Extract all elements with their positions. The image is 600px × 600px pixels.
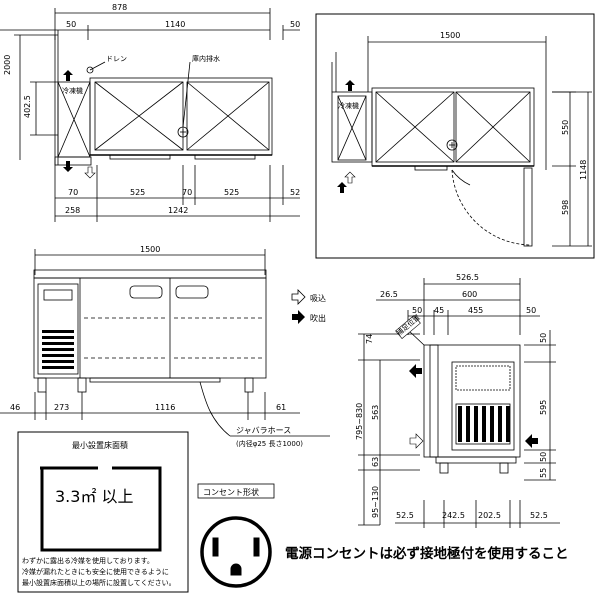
plan-dim-52: 52 (290, 188, 300, 197)
side-dim-b52-5b: 52.5 (530, 511, 548, 520)
side-dim-563: 563 (371, 405, 380, 420)
front-dim-1116: 1116 (155, 403, 175, 412)
min-area-title: 最小設置床面積 (72, 440, 128, 450)
front-dim-273: 273 (54, 403, 69, 412)
airflow-legend (291, 289, 306, 324)
plan-label-inner-drain: 庫内排水 (192, 54, 220, 63)
plan-dim-878: 878 (112, 3, 127, 12)
door-dim-598: 598 (561, 200, 570, 215)
front-dim-1500: 1500 (140, 245, 160, 254)
side-dim-50a: 50 (412, 306, 422, 315)
side-dim-95-130: 95~130 (371, 486, 380, 518)
plan-dim-70a: 70 (68, 188, 78, 197)
front-dim-61: 61 (276, 403, 286, 412)
plan-dim-1140: 1140 (165, 20, 185, 29)
front-view (0, 249, 330, 437)
plan-label-freezer: 冷凍機 (62, 86, 83, 95)
plan-airflow-arrows (63, 70, 96, 179)
side-dim-595: 595 (539, 400, 548, 415)
plan-dim-50-right: 50 (290, 20, 300, 29)
side-dim-74: 74 (365, 334, 374, 344)
outlet-title-box (197, 483, 275, 499)
min-area-panel (17, 431, 189, 593)
door-label-freezer: 冷凍機 (338, 101, 359, 110)
door-dim-550: 550 (561, 120, 570, 135)
plan-dim-2000: 2000 (3, 55, 12, 75)
side-airflow-arrows (409, 364, 538, 449)
intake-label: 吸込 (310, 294, 326, 303)
side-dim-600: 600 (462, 290, 477, 299)
door-airflow-arrows (337, 80, 356, 193)
side-dim-455: 455 (468, 306, 483, 315)
side-grille (458, 406, 510, 442)
side-dim-795-830: 795~830 (355, 403, 364, 440)
side-dim-50b: 50 (526, 306, 536, 315)
plan-dim-258: 258 (65, 206, 80, 215)
side-dim-b52-5a: 52.5 (396, 511, 414, 520)
door-swing-view (315, 13, 595, 259)
side-dim-r50b: 50 (539, 452, 548, 462)
plan-view (0, 8, 300, 222)
hose-label: ジャバラホース (236, 426, 291, 435)
side-dim-45: 45 (434, 306, 444, 315)
outlet-warning: 電源コンセントは必ず接地極付を使用すること (285, 545, 569, 562)
side-dim-b242-5: 242.5 (442, 511, 465, 520)
side-dim-55: 55 (539, 468, 548, 478)
plan-dim-1242: 1242 (168, 206, 188, 215)
min-area-value: 3.3㎡ 以上 (55, 487, 134, 506)
side-dim-b202-5: 202.5 (478, 511, 501, 520)
intake-arrow-icon (291, 289, 306, 305)
hose-spec: (内径φ25 長さ1000) (236, 439, 303, 448)
side-dim-526-5: 526.5 (456, 273, 479, 282)
min-area-note-3: 最小設置床面積以上の場所に設置してください。 (22, 578, 176, 587)
outlet-icon (200, 516, 272, 588)
min-area-note-2: 冷媒が漏れたときにも安全に使用できるように (22, 567, 169, 576)
door-dim-1500: 1500 (440, 31, 460, 40)
plan-dim-50-left: 50 (66, 20, 76, 29)
plan-dim-70b: 70 (182, 188, 192, 197)
side-view (358, 278, 560, 528)
min-area-note-1: わずかに露出る冷媒を使用しております。 (22, 556, 154, 565)
side-badge (395, 315, 421, 339)
plan-dim-525b: 525 (224, 188, 239, 197)
side-dim-63: 63 (371, 457, 380, 467)
side-dim-26-5: 26.5 (380, 290, 398, 299)
plan-dim-525a: 525 (130, 188, 145, 197)
exhaust-arrow-icon (292, 310, 305, 324)
door-dim-1148: 1148 (579, 160, 588, 180)
outlet-title: コンセント形状 (203, 487, 259, 497)
plan-label-drain: ドレン (106, 55, 127, 63)
side-dim-r50a: 50 (539, 333, 548, 343)
plan-dim-402-5: 402.5 (23, 95, 32, 118)
exhaust-label: 吹出 (310, 313, 326, 323)
front-dim-46: 46 (10, 403, 20, 412)
front-grille (42, 330, 74, 369)
